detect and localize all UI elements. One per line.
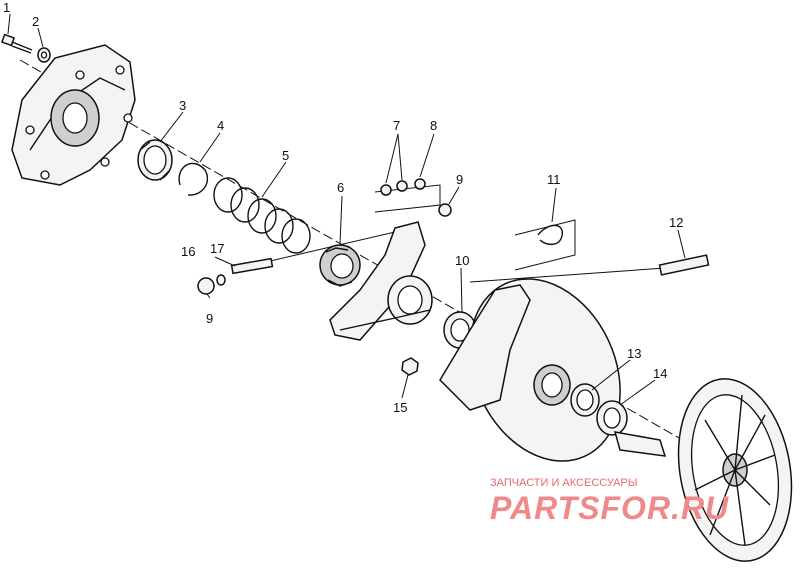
callout-10: 10 [455,253,469,268]
bushing-part-3 [137,139,173,181]
pin-axis [469,267,666,283]
fixed-sheave [613,378,793,562]
callout-11: 11 [547,172,561,187]
watermark-brand: PARTSFOR.RU [490,490,729,526]
watermark: ЗАПЧАСТИ И АКСЕССУАРЫ PARTSFOR.RU [490,477,729,526]
snap-ring-part-4 [178,162,209,196]
roller-group-parts-7-8 [374,178,441,213]
seal-part-14 [596,400,628,436]
callout-15: 15 [393,400,407,415]
cover-plate [11,44,136,186]
callout-3: 3 [179,98,186,113]
callout-labels: 1 2 3 4 5 6 7 8 9 9 10 11 12 13 14 15 16… [3,0,683,415]
callout-12: 12 [669,215,683,230]
callout-9-upper: 9 [456,172,463,187]
bushing-part-13 [570,383,600,417]
bolt-part-1 [0,33,33,54]
leader-lines [7,13,686,406]
spring-part-5 [213,177,311,254]
button-part-9-upper [438,203,452,217]
pin-part-17 [230,257,274,275]
pin-part-12 [658,254,710,276]
washer-part-2 [37,47,51,63]
button-part-16 [197,274,226,295]
spider-part-6 [319,244,361,287]
callout-6: 6 [337,180,344,195]
watermark-subtitle: ЗАПЧАСТИ И АКСЕССУАРЫ [490,477,638,489]
callout-16: 16 [181,244,195,259]
callout-7: 7 [393,118,400,133]
callout-1: 1 [3,0,10,15]
callout-4: 4 [217,118,224,133]
clip-group-part-11 [514,219,576,271]
arm-bracket [329,221,433,341]
callout-5: 5 [282,148,289,163]
callout-9-lower: 9 [206,311,213,326]
callout-2: 2 [32,14,39,29]
nut-part-15 [401,357,419,376]
callout-8: 8 [430,118,437,133]
callout-13: 13 [627,346,641,361]
callout-17: 17 [210,241,224,256]
callout-14: 14 [653,366,667,381]
